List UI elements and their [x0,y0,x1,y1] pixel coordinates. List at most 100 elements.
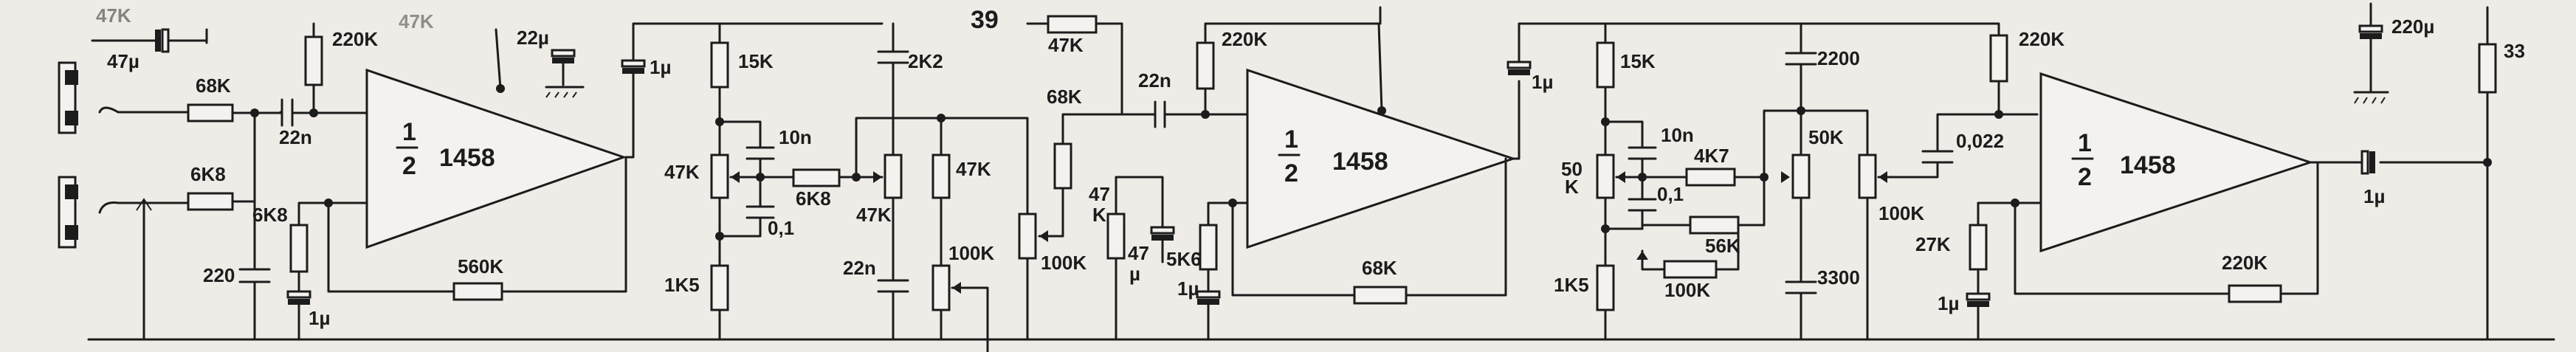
capacitor-1u-out-2 [1506,61,1532,75]
capacitor-1u-4 [1196,290,1221,305]
potentiometer-100k-4 [1858,153,1877,199]
label-33: 33 [2504,40,2525,62]
label-3300: 3300 [1817,266,1860,289]
label-2200: 2200 [1817,47,1860,69]
label-50k-pot1b: K [1565,176,1579,198]
resistor-220k-4 [2228,284,2282,303]
wiper-arrow [1616,171,1625,183]
label-10n-1: 10n [779,126,812,148]
page-number: 39 [971,6,999,34]
opamp-2-part: 1458 [1332,148,1388,176]
label-22n-2: 22n [843,257,876,279]
resistor-1k5-2 [1596,264,1615,311]
potentiometer-47k-1 [710,153,729,199]
wire [1377,22,1383,112]
resistor-15k-2 [1596,41,1615,89]
opamp-3-fraction-num: 1 [2078,129,2092,157]
resistor-68k-3 [1353,286,1408,305]
resistor-33 [2478,43,2497,94]
node-dot [1994,110,2003,119]
label-47k-faint-2: 47K [399,10,434,32]
label-50k-pot2: 50K [1808,126,1844,148]
capacitor-2200 [1785,52,1817,66]
capacitor-47u-2 [1150,226,1175,241]
resistor-15k-1 [710,41,729,89]
wire [1204,6,1382,116]
opamp-2-fraction-den: 2 [1284,159,1298,187]
opamp-1-fraction-den: 2 [402,152,416,180]
node-dot [1377,106,1386,115]
label-47u-input: 47µ [107,50,140,72]
ground-symbol [2354,97,2386,104]
capacitor-1u-out-1 [621,59,646,74]
wire [1115,176,1164,263]
wire [1877,113,2039,179]
label-1u-bias: 1µ [309,307,330,329]
capacitor-10n-2 [1628,146,1657,160]
potentiometer-100k-2 [1018,213,1037,260]
label-6k8-bias: 6K8 [252,204,288,226]
node-dot [1228,199,1237,207]
wire [951,286,989,352]
wire [98,106,190,114]
capacitor-2k2 [877,50,909,64]
node-dot [715,232,724,241]
potentiometer-47k-2 [884,153,903,199]
potentiometer-50k-2 [1791,153,1811,199]
wiper-arrow [1039,230,1048,242]
resistor-27k [1969,224,1988,271]
resistor-220k-3 [1989,34,2008,83]
wire [1061,113,1123,238]
label-560k: 560K [458,255,503,277]
wire [2014,161,2319,295]
wiper-arrow [1781,171,1790,183]
label-22n-1: 22n [279,126,312,148]
capacitor-10n-1 [745,146,775,160]
capacitor-220u [2358,24,2383,39]
resistor-56k [1689,215,1740,235]
potentiometer-50k-1 [1596,153,1615,199]
label-0-1-1: 0,1 [768,217,794,239]
resistor-47k-3 [931,153,951,199]
node-dot [715,117,724,126]
label-6k8-input: 6K8 [190,163,226,185]
wiper-arrow [1636,251,1648,260]
label-0-1-2: 0,1 [1657,183,1684,205]
opamp-1-part: 1458 [439,144,495,172]
label-47k-4b: K [1092,204,1106,226]
resistor-47k-top [1047,15,1098,34]
wire [545,62,585,89]
wiper-arrow [873,171,882,183]
capacitor-0-022 [1921,150,1954,164]
node-dot [496,84,505,93]
opamp-1-fraction-num: 1 [402,118,416,146]
resistor-47k-4 [1106,213,1126,260]
wire [98,201,190,214]
label-220k-2: 220K [1222,28,1267,50]
resistor-220k-1 [304,35,323,86]
wire [1800,22,2000,116]
input-jack-1 [58,61,78,134]
label-1k5-1: 1K5 [664,274,700,296]
label-220k-3: 220K [2019,28,2064,50]
wiper-arrow [952,282,961,294]
label-220u: 220µ [2391,15,2434,38]
label-10n-2: 10n [1661,124,1694,146]
wiper-arrow [1878,171,1887,183]
resistor-220k-2 [1196,41,1215,90]
wire [1512,22,1802,160]
label-22u: 22µ [517,27,549,49]
node-dot [1601,224,1610,233]
label-1u-out-1: 1µ [650,56,671,78]
resistor-4k7 [1685,168,1736,187]
label-1k5-2: 1K5 [1554,274,1589,296]
label-47k-pot1: 47K [664,161,700,183]
label-220k-1: 220K [332,28,378,50]
resistor-6k8-mid [792,168,841,187]
wire [855,22,895,341]
label-100k-pot4: 100K [1878,202,1924,224]
node-dot [2011,199,2019,207]
label-15k-2: 15K [1620,50,1656,72]
label-100k-pot3: 100K [1664,279,1710,301]
